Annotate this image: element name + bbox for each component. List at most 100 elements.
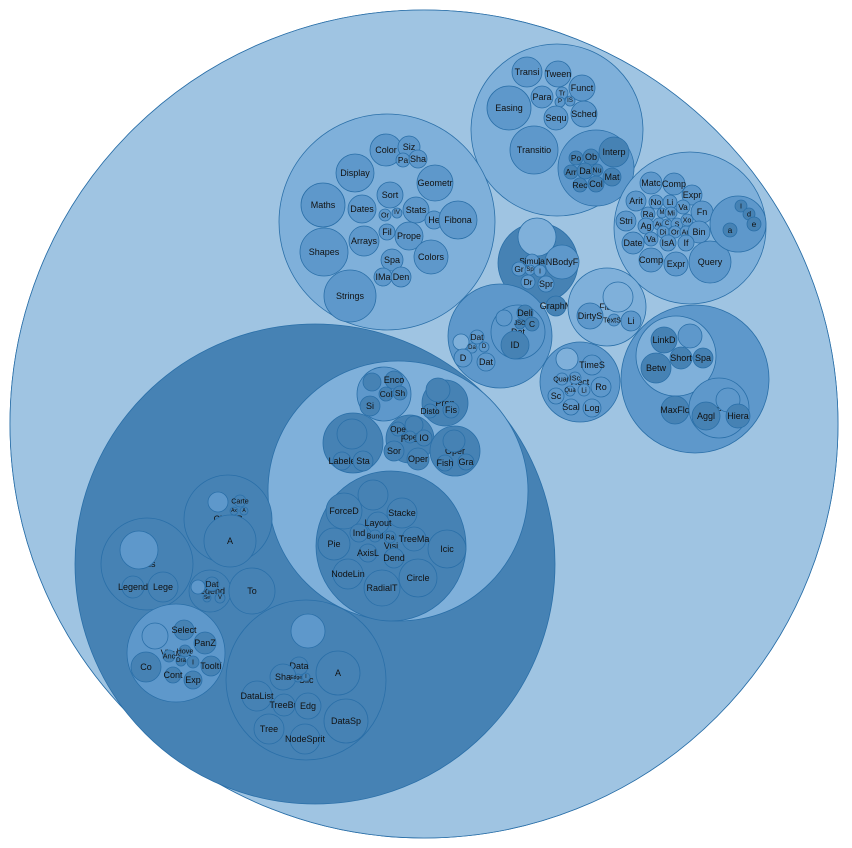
leaf-node-nbodyf: NBodyF bbox=[544, 244, 580, 280]
leaf-circle bbox=[509, 125, 559, 175]
leaf-circle bbox=[530, 85, 554, 109]
leaf-node-transitio: Transitio bbox=[509, 125, 559, 175]
leaf-circle bbox=[121, 575, 145, 599]
leaf-circle bbox=[178, 644, 192, 658]
group-circle bbox=[207, 491, 229, 513]
leaf-node-va: Va bbox=[643, 231, 659, 247]
leaf-circle bbox=[233, 494, 247, 508]
leaf-node-iv: IV bbox=[391, 207, 403, 219]
leaf-circle bbox=[537, 275, 555, 293]
group-node bbox=[190, 579, 206, 595]
leaf-node-ax: Ax bbox=[229, 506, 239, 516]
leaf-circle bbox=[200, 655, 222, 677]
leaf-circle bbox=[162, 649, 176, 663]
leaf-circle bbox=[734, 199, 748, 213]
leaf-circle bbox=[746, 216, 762, 232]
leaf-node-date: Date bbox=[621, 231, 645, 255]
leaf-node-ob: Ob bbox=[582, 148, 600, 166]
leaf-circle bbox=[681, 184, 703, 206]
leaf-node-tree: Tree bbox=[253, 713, 285, 745]
leaf-node-or: Or bbox=[378, 208, 392, 222]
leaf-circle bbox=[643, 231, 659, 247]
leaf-node-den: Den bbox=[390, 266, 412, 288]
leaf-circle bbox=[692, 347, 714, 369]
leaf-circle bbox=[598, 136, 630, 168]
leaf-circle bbox=[349, 523, 369, 543]
leaf-circle bbox=[572, 177, 588, 193]
leaf-node-hiera: Hiera bbox=[725, 403, 751, 429]
leaf-node-lege: Lege bbox=[147, 571, 179, 603]
leaf-circle bbox=[587, 175, 605, 193]
leaf-node-spa: Spa bbox=[692, 347, 714, 369]
leaf-node-short: Short bbox=[669, 346, 693, 370]
leaf-circle bbox=[363, 569, 401, 607]
leaf-circle bbox=[457, 453, 475, 471]
group-node bbox=[290, 613, 326, 649]
leaf-node-fibona: Fibona bbox=[438, 200, 478, 240]
leaf-node-expr: Expr bbox=[663, 251, 689, 277]
leaf-node-se: Se bbox=[202, 593, 212, 603]
leaf-circle bbox=[415, 429, 433, 447]
leaf-node-dat: Dat bbox=[469, 329, 485, 345]
leaf-circle bbox=[147, 571, 179, 603]
leaf-node-mi: Mi bbox=[664, 206, 678, 220]
leaf-node-sp: Sp bbox=[524, 264, 536, 276]
group-node bbox=[362, 372, 382, 392]
leaf-node-sequ: Sequ bbox=[543, 105, 569, 131]
leaf-circle bbox=[554, 96, 566, 108]
leaf-node-stacke: Stacke bbox=[386, 497, 418, 529]
leaf-circle bbox=[663, 251, 689, 277]
leaf-circle bbox=[348, 225, 380, 257]
leaf-circle bbox=[524, 316, 540, 332]
leaf-circle bbox=[478, 341, 490, 353]
leaf-circle bbox=[130, 651, 162, 683]
leaf-circle bbox=[269, 663, 297, 691]
leaf-circle bbox=[533, 264, 547, 278]
leaf-node-if: If bbox=[677, 234, 695, 252]
leaf-node-dend: Dend bbox=[383, 547, 405, 569]
group-circle bbox=[290, 613, 326, 649]
leaf-circle bbox=[299, 227, 349, 277]
leaf-circle bbox=[453, 348, 473, 368]
leaf-circle bbox=[476, 352, 496, 372]
leaf-node-interp: Interp bbox=[598, 136, 630, 168]
leaf-node-p: P bbox=[554, 96, 566, 108]
leaf-node-sor: Sor bbox=[383, 440, 405, 462]
leaf-node-isc: ISc bbox=[568, 371, 582, 385]
leaf-node-panz: PanZ bbox=[193, 631, 217, 655]
leaf-node-edg: Edg bbox=[294, 692, 322, 720]
leaf-circle bbox=[660, 395, 690, 425]
leaf-node-para: Para bbox=[530, 85, 554, 109]
leaf-circle bbox=[413, 239, 449, 275]
leaf-node-geometr: Geometr bbox=[416, 164, 454, 202]
leaf-node-sc: Sc bbox=[547, 387, 565, 405]
leaf-circle bbox=[378, 223, 396, 241]
leaf-node-v: V bbox=[214, 592, 226, 604]
leaf-circle bbox=[690, 200, 714, 224]
leaf-circle bbox=[687, 220, 711, 244]
leaf-circle bbox=[325, 492, 363, 530]
leaf-circle bbox=[401, 526, 427, 552]
leaf-node-li: Li bbox=[620, 310, 642, 332]
leaf-circle bbox=[577, 383, 591, 397]
leaf-node-arrays: Arrays bbox=[348, 225, 380, 257]
leaf-node-ope: Ope bbox=[403, 430, 417, 444]
leaf-circle bbox=[576, 302, 604, 330]
group-circle bbox=[141, 622, 169, 650]
leaf-circle bbox=[289, 723, 321, 755]
leaf-circle bbox=[406, 447, 430, 471]
leaf-circle bbox=[390, 266, 412, 288]
leaf-circle bbox=[378, 208, 392, 222]
leaf-node-i: I bbox=[186, 655, 200, 669]
leaf-circle bbox=[175, 655, 187, 667]
group-node bbox=[452, 333, 470, 351]
group-node bbox=[357, 479, 389, 511]
leaf-circle bbox=[241, 680, 273, 712]
leaf-circle bbox=[659, 234, 677, 252]
leaf-node-is: IS bbox=[564, 95, 576, 107]
leaf-circle bbox=[347, 194, 377, 224]
leaf-circle bbox=[511, 56, 543, 88]
leaf-node-colors: Colors bbox=[413, 239, 449, 275]
leaf-circle bbox=[390, 421, 406, 437]
leaf-circle bbox=[620, 310, 642, 332]
